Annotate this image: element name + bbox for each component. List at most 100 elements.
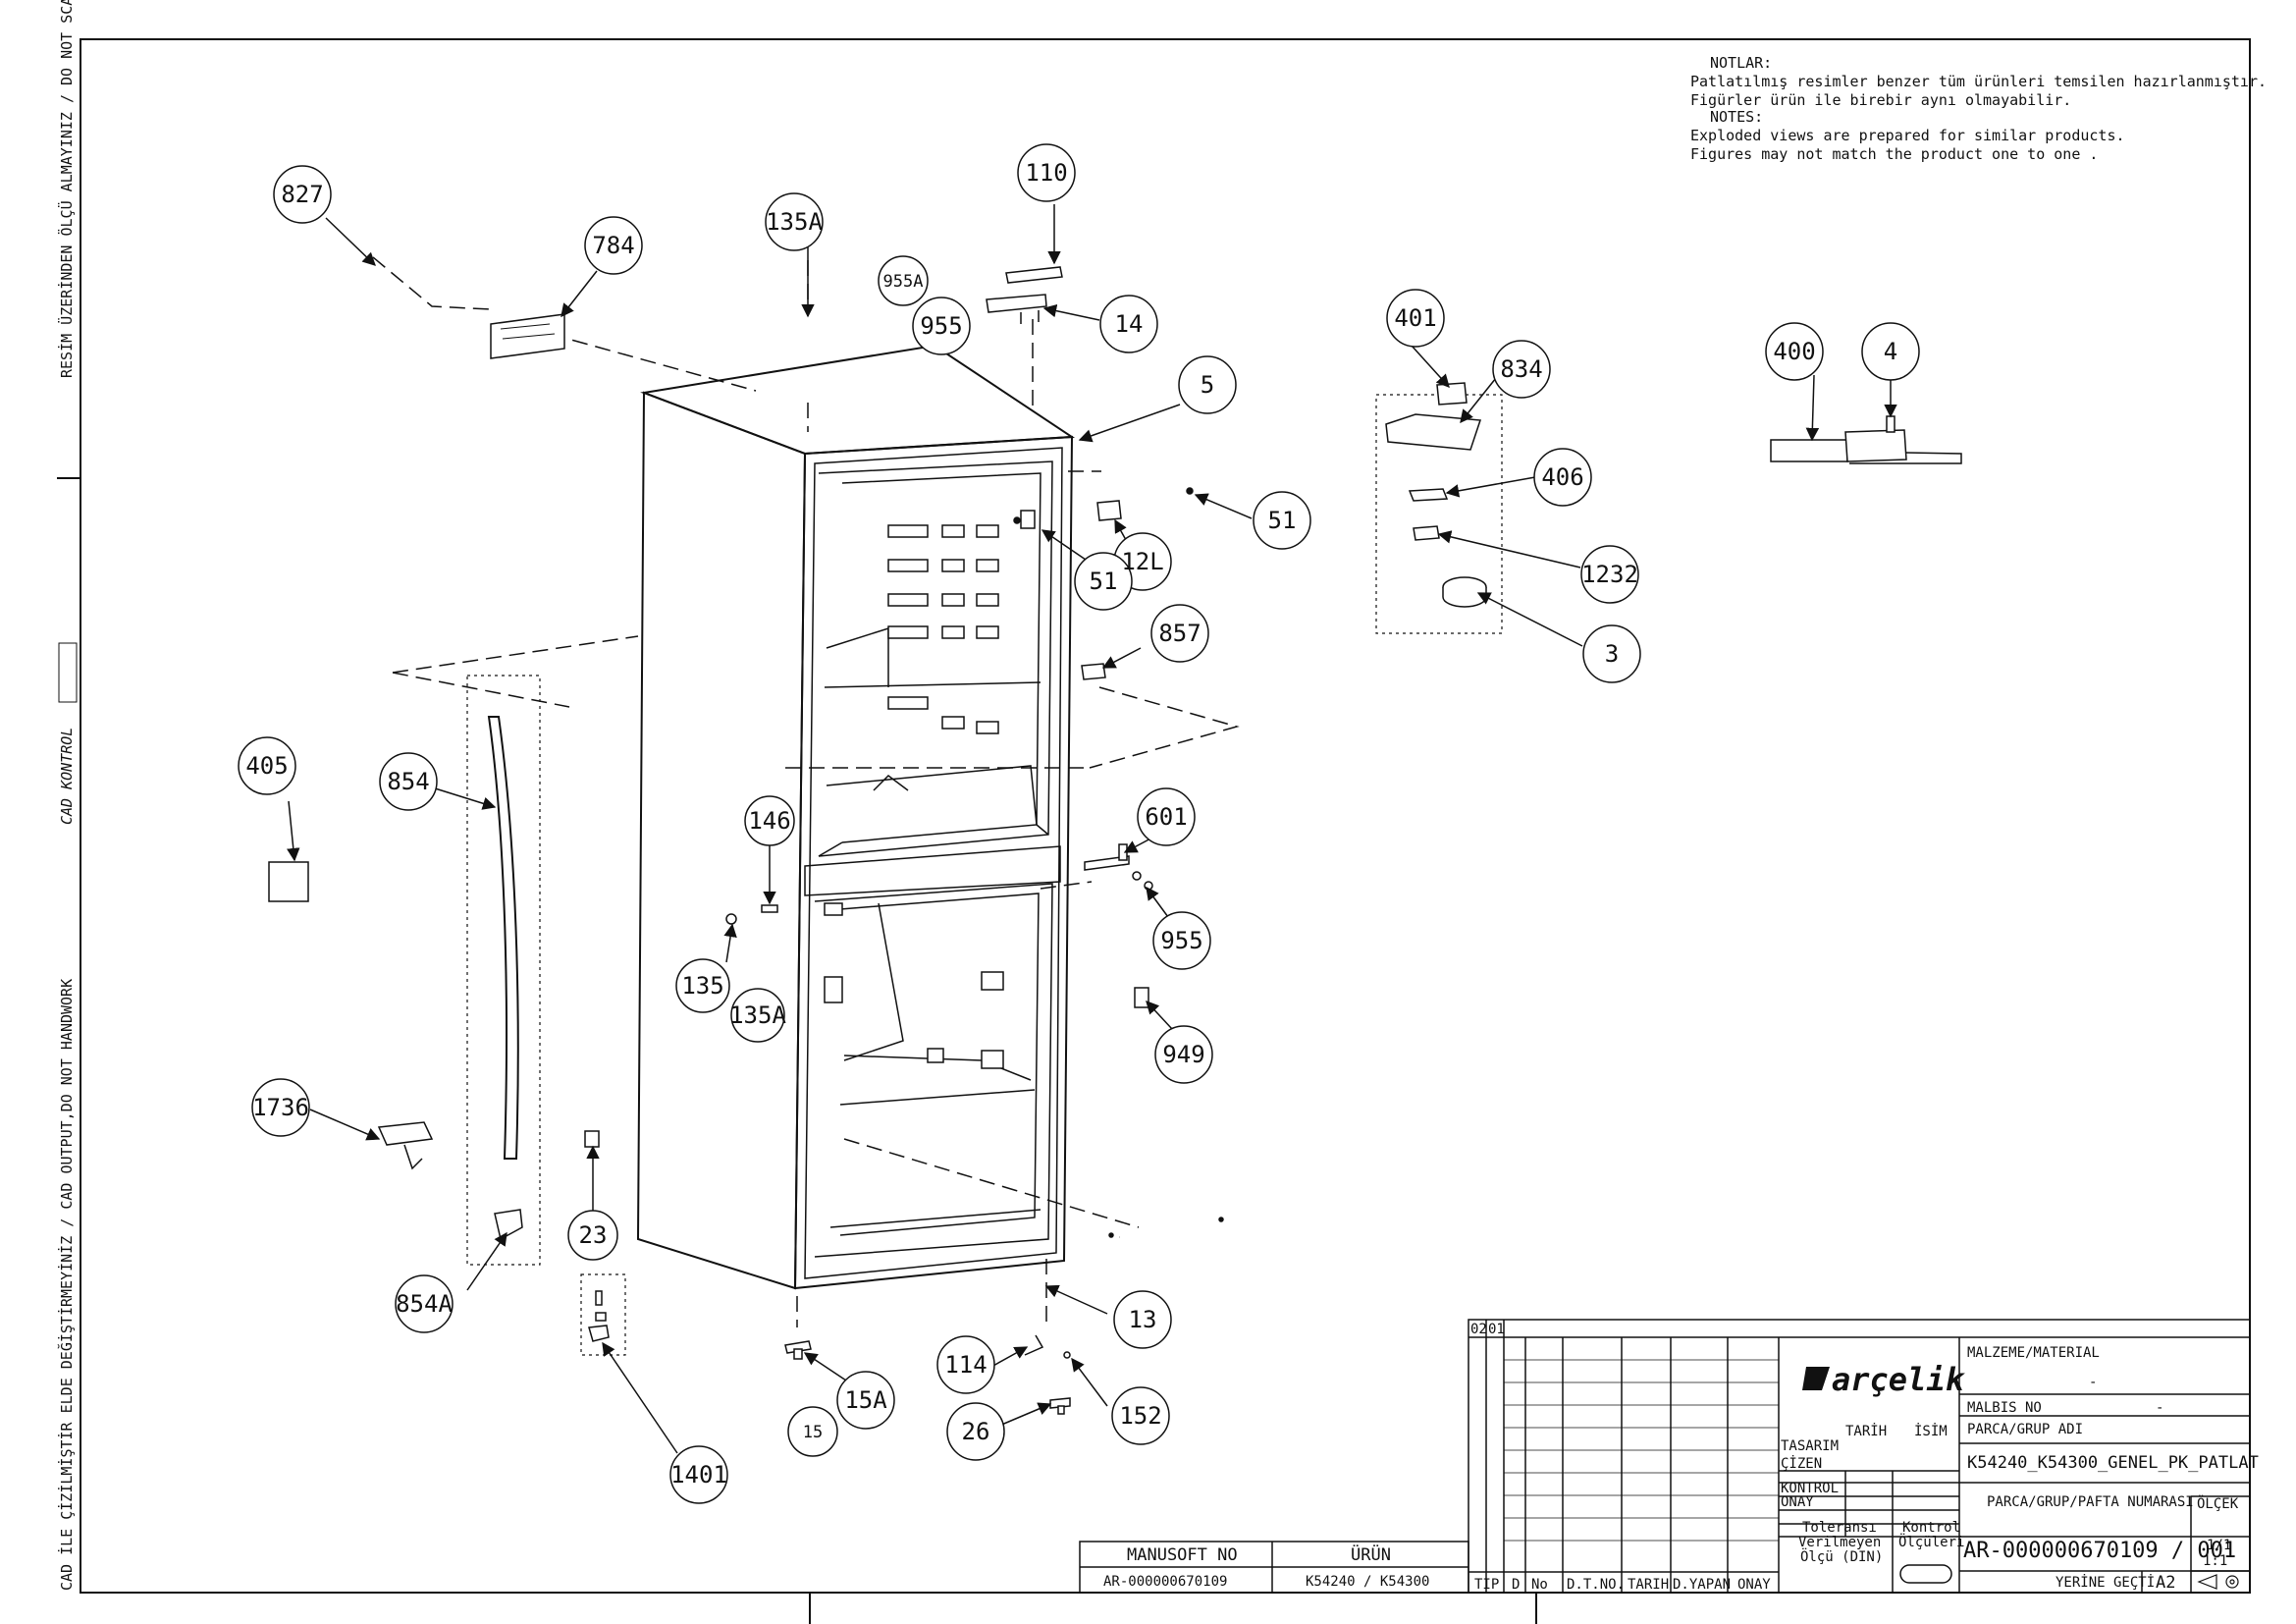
callout-955-top-label: 955 [920,312,962,340]
part-1401-hinge-kit [588,1290,610,1342]
notes-block: NOTLAR: Patlatılmış resimler benzer tüm … [1690,54,2267,163]
callout-23 [567,1210,618,1261]
part-400-4-thermostat [1770,415,1962,464]
callout-955-bot-label: 955 [1160,927,1202,954]
lower-compartment-brackets [824,902,1004,1069]
callout-834-label: 834 [1500,355,1542,383]
electronic-card-part [490,313,565,359]
col-tarih: TARIH [1628,1577,1669,1593]
rev-01: 01 [1488,1322,1505,1337]
callout-400-label: 400 [1773,338,1815,365]
part-949-stopper [1134,987,1149,1008]
projection-symbol-icon [2197,1574,2239,1590]
part-12L-hinge [1013,487,1194,524]
callout-15A-label: 15A [844,1386,887,1414]
callout-135 [675,958,730,1013]
assembly-dash-lines [372,256,1240,1327]
callout-4 [1861,322,1920,381]
handle-group-box [466,675,541,1266]
callout-854A-label: 854A [396,1290,453,1318]
arcelik-logo: arçelik [1802,1361,1966,1398]
col-tip: TIP [1474,1577,1499,1593]
tarih-header: TARİH [1845,1422,1887,1439]
callout-827 [273,165,332,224]
callout-949 [1154,1025,1213,1084]
callout-400 [1765,322,1824,381]
callout-1232-label: 1232 [1581,561,1638,588]
thermostat-group-parts [1385,382,1487,608]
notes-en-line2: Figures may not match the product one to… [1690,145,2098,163]
brand-name: arçelik [1832,1361,1966,1398]
callout-51-right-label: 51 [1268,507,1297,534]
callout-1232 [1580,545,1639,604]
urun-value: K54240 / K54300 [1306,1574,1429,1590]
sheet-size: A2 [2156,1573,2175,1593]
control-line1: Kontrol [1902,1520,1960,1536]
notes-tr-header: NOTLAR: [1710,54,1772,72]
part-23-plug [584,1130,600,1148]
callout-401-label: 401 [1394,304,1436,332]
callout-601-label: 601 [1145,803,1187,831]
callout-152 [1111,1386,1170,1445]
part-number-label: PARCA/GRUP/PAFTA NUMARASI [1987,1494,2194,1510]
title-block-text: 02 01 arçelik MALZEME/MATERIAL - MALBIS … [1103,1322,2259,1593]
callout-857 [1150,604,1209,663]
callout-13-label: 13 [1129,1306,1157,1333]
callout-955-bot [1152,911,1211,970]
top-hinge-cover-part [986,266,1063,324]
part-146-135-plugs [725,904,778,925]
callout-13 [1113,1290,1172,1349]
callout-401 [1386,289,1445,348]
col-dyapan: D.YAPAN [1673,1577,1731,1593]
callout-4-label: 4 [1884,338,1897,365]
callout-857-label: 857 [1158,620,1201,647]
callout-854A [395,1274,454,1333]
callout-854-label: 854 [387,768,429,795]
control-line2: Ölçüleri [1898,1533,1964,1550]
callout-1736-label: 1736 [252,1094,309,1121]
part-1736-handle-cap [377,1121,434,1170]
part-name-label: PARCA/GRUP ADI [1967,1422,2083,1437]
callout-110-label: 110 [1025,159,1067,187]
callout-135A-bot [730,988,785,1043]
callout-51-right [1253,491,1311,550]
callout-135A-top-label: 135A [766,208,823,236]
col-no: No [1531,1577,1548,1593]
callout-405-label: 405 [245,752,288,780]
callout-3 [1582,624,1641,683]
cad-kontrol-box [58,642,78,703]
refrigerator-cabinet [636,344,1076,1290]
callout-955A-label: 955A [883,272,924,292]
tolerance-line3: Ölçü (DIN) [1800,1547,1883,1565]
callout-bubbles [238,143,1920,1504]
callout-135-label: 135 [681,972,723,1000]
part-name-value: K54240_K54300_GENEL_PK_PATLAT [1967,1453,2259,1473]
col-onay: ONAY [1737,1577,1771,1593]
callout-5-label: 5 [1201,371,1214,399]
replaces-label: YERİNE GEÇTİ [2056,1573,2155,1591]
callout-601 [1137,787,1196,846]
callout-955A [878,255,929,306]
part-number-value: AR-000000670109 / 001 [1963,1539,2236,1563]
callout-949-label: 949 [1162,1041,1204,1068]
callout-135A-top [765,192,824,251]
callout-15-label: 15 [803,1423,823,1442]
material-label: MALZEME/MATERIAL [1967,1345,2100,1361]
material-value: - [2089,1375,2097,1390]
callout-26 [946,1402,1005,1461]
callout-135A-bot-label: 135A [729,1001,786,1029]
callout-152-label: 152 [1119,1402,1161,1430]
malbis-label: MALBIS NO [1967,1400,2042,1416]
callout-110 [1017,143,1076,202]
callout-406 [1533,448,1592,507]
callout-numbers: 827 784 135A 110 955A 955 14 5 51 12L 51… [245,159,1897,1489]
callout-23-label: 23 [579,1221,608,1249]
tolerance-line1: Toleransı [1802,1520,1877,1536]
malbis-value: - [2156,1400,2163,1416]
callout-5 [1178,355,1237,414]
side-label-cad-kontrol: CAD KONTROL [58,728,76,825]
manusoft-value: AR-000000670109 [1103,1574,1227,1590]
manusoft-label: MANUSOFT NO [1127,1545,1238,1565]
callout-834 [1492,340,1551,399]
